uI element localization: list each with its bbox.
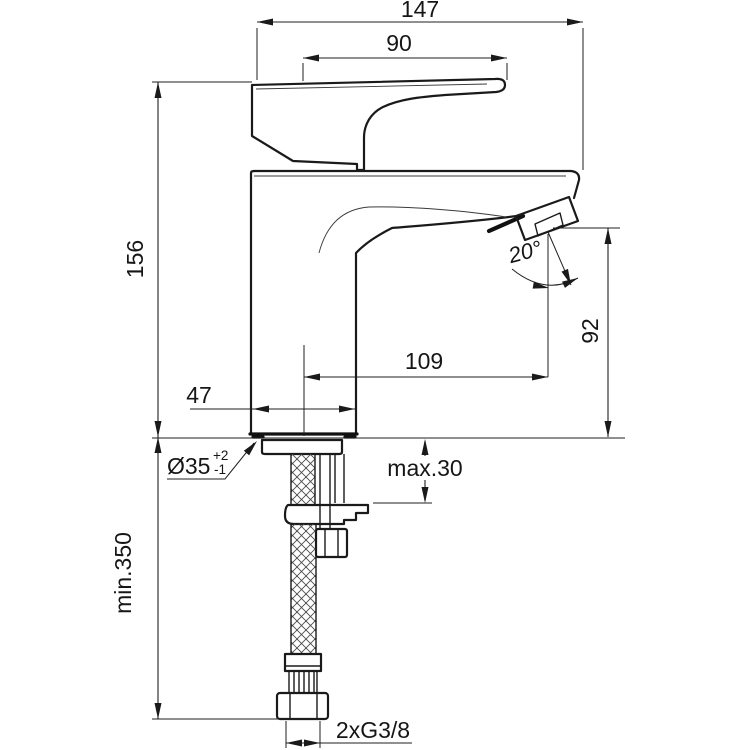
- dimension-92: 92: [152, 227, 625, 439]
- arrowhead: [154, 437, 162, 453]
- dim-angle-text: 20°: [505, 235, 545, 268]
- dim-min350-text: min.350: [110, 532, 136, 614]
- dim-109-text: 109: [405, 348, 443, 374]
- arrowhead: [154, 703, 162, 719]
- dimension-147: 147: [256, 0, 584, 170]
- dim-92-text: 92: [577, 318, 603, 344]
- handle-lever-shape: [250, 77, 507, 172]
- hose-crimp: [288, 670, 318, 694]
- dimension-angle-20: 20°: [505, 231, 579, 289]
- arrowhead: [604, 228, 612, 244]
- mounting-plate: [283, 503, 370, 526]
- arrowhead: [339, 405, 355, 413]
- dimension-g38: 2xG3/8: [285, 717, 412, 748]
- braided-hose-lower: [291, 524, 316, 654]
- dim-47-text: 47: [186, 382, 212, 408]
- arrowhead: [491, 54, 507, 62]
- arrowhead: [257, 18, 273, 26]
- arrowhead: [253, 405, 269, 413]
- base-gasket-flange: [260, 438, 344, 456]
- arrowhead: [421, 487, 429, 503]
- dimension-max30: max.30: [373, 439, 463, 504]
- aerator-housing: [514, 195, 580, 242]
- arrowhead: [304, 739, 320, 747]
- arrowhead: [421, 439, 429, 455]
- dim-156-text: 156: [122, 240, 148, 278]
- arrowhead: [532, 281, 549, 289]
- dim-hole-text: Ø35: [167, 453, 210, 479]
- spout-underside-shape: [354, 214, 519, 436]
- arrowhead: [303, 54, 319, 62]
- handle-top-accent-line: [255, 83, 488, 90]
- hose-collar: [283, 652, 323, 673]
- arrowhead: [243, 441, 257, 456]
- dimension-min350: min.350: [110, 437, 320, 720]
- mounting-and-hoses: [251, 435, 370, 721]
- dimension-47: 47: [186, 382, 355, 413]
- dimension-156: 156: [122, 81, 252, 437]
- dim-147-text: 147: [401, 0, 439, 22]
- arrowhead: [304, 373, 320, 381]
- arrowhead: [154, 421, 162, 437]
- spout-body-shape: [249, 169, 581, 436]
- arrowhead: [562, 278, 578, 288]
- aerator-face: [534, 212, 564, 237]
- arrowhead: [567, 18, 583, 26]
- dimension-109: 109: [303, 234, 549, 436]
- body-accent-curve: [318, 206, 507, 254]
- connection-hex-nut: [275, 691, 330, 721]
- dimension-90: 90: [302, 30, 508, 81]
- dim-90-text: 90: [386, 30, 412, 56]
- arrowhead: [154, 82, 162, 98]
- arrowhead: [532, 373, 548, 381]
- arrowhead: [286, 739, 302, 747]
- stud-nut: [314, 527, 349, 559]
- dim-g38-text: 2xG3/8: [336, 717, 410, 743]
- dimension-hole-diameter: Ø35 +2 -1: [167, 441, 257, 480]
- dim-max30-text: max.30: [387, 455, 462, 481]
- braided-hose-upper: [291, 454, 315, 505]
- dim-hole-tol-minus: -1: [214, 462, 226, 477]
- arrowhead: [604, 421, 612, 437]
- dim-hole-tol-plus: +2: [213, 448, 228, 463]
